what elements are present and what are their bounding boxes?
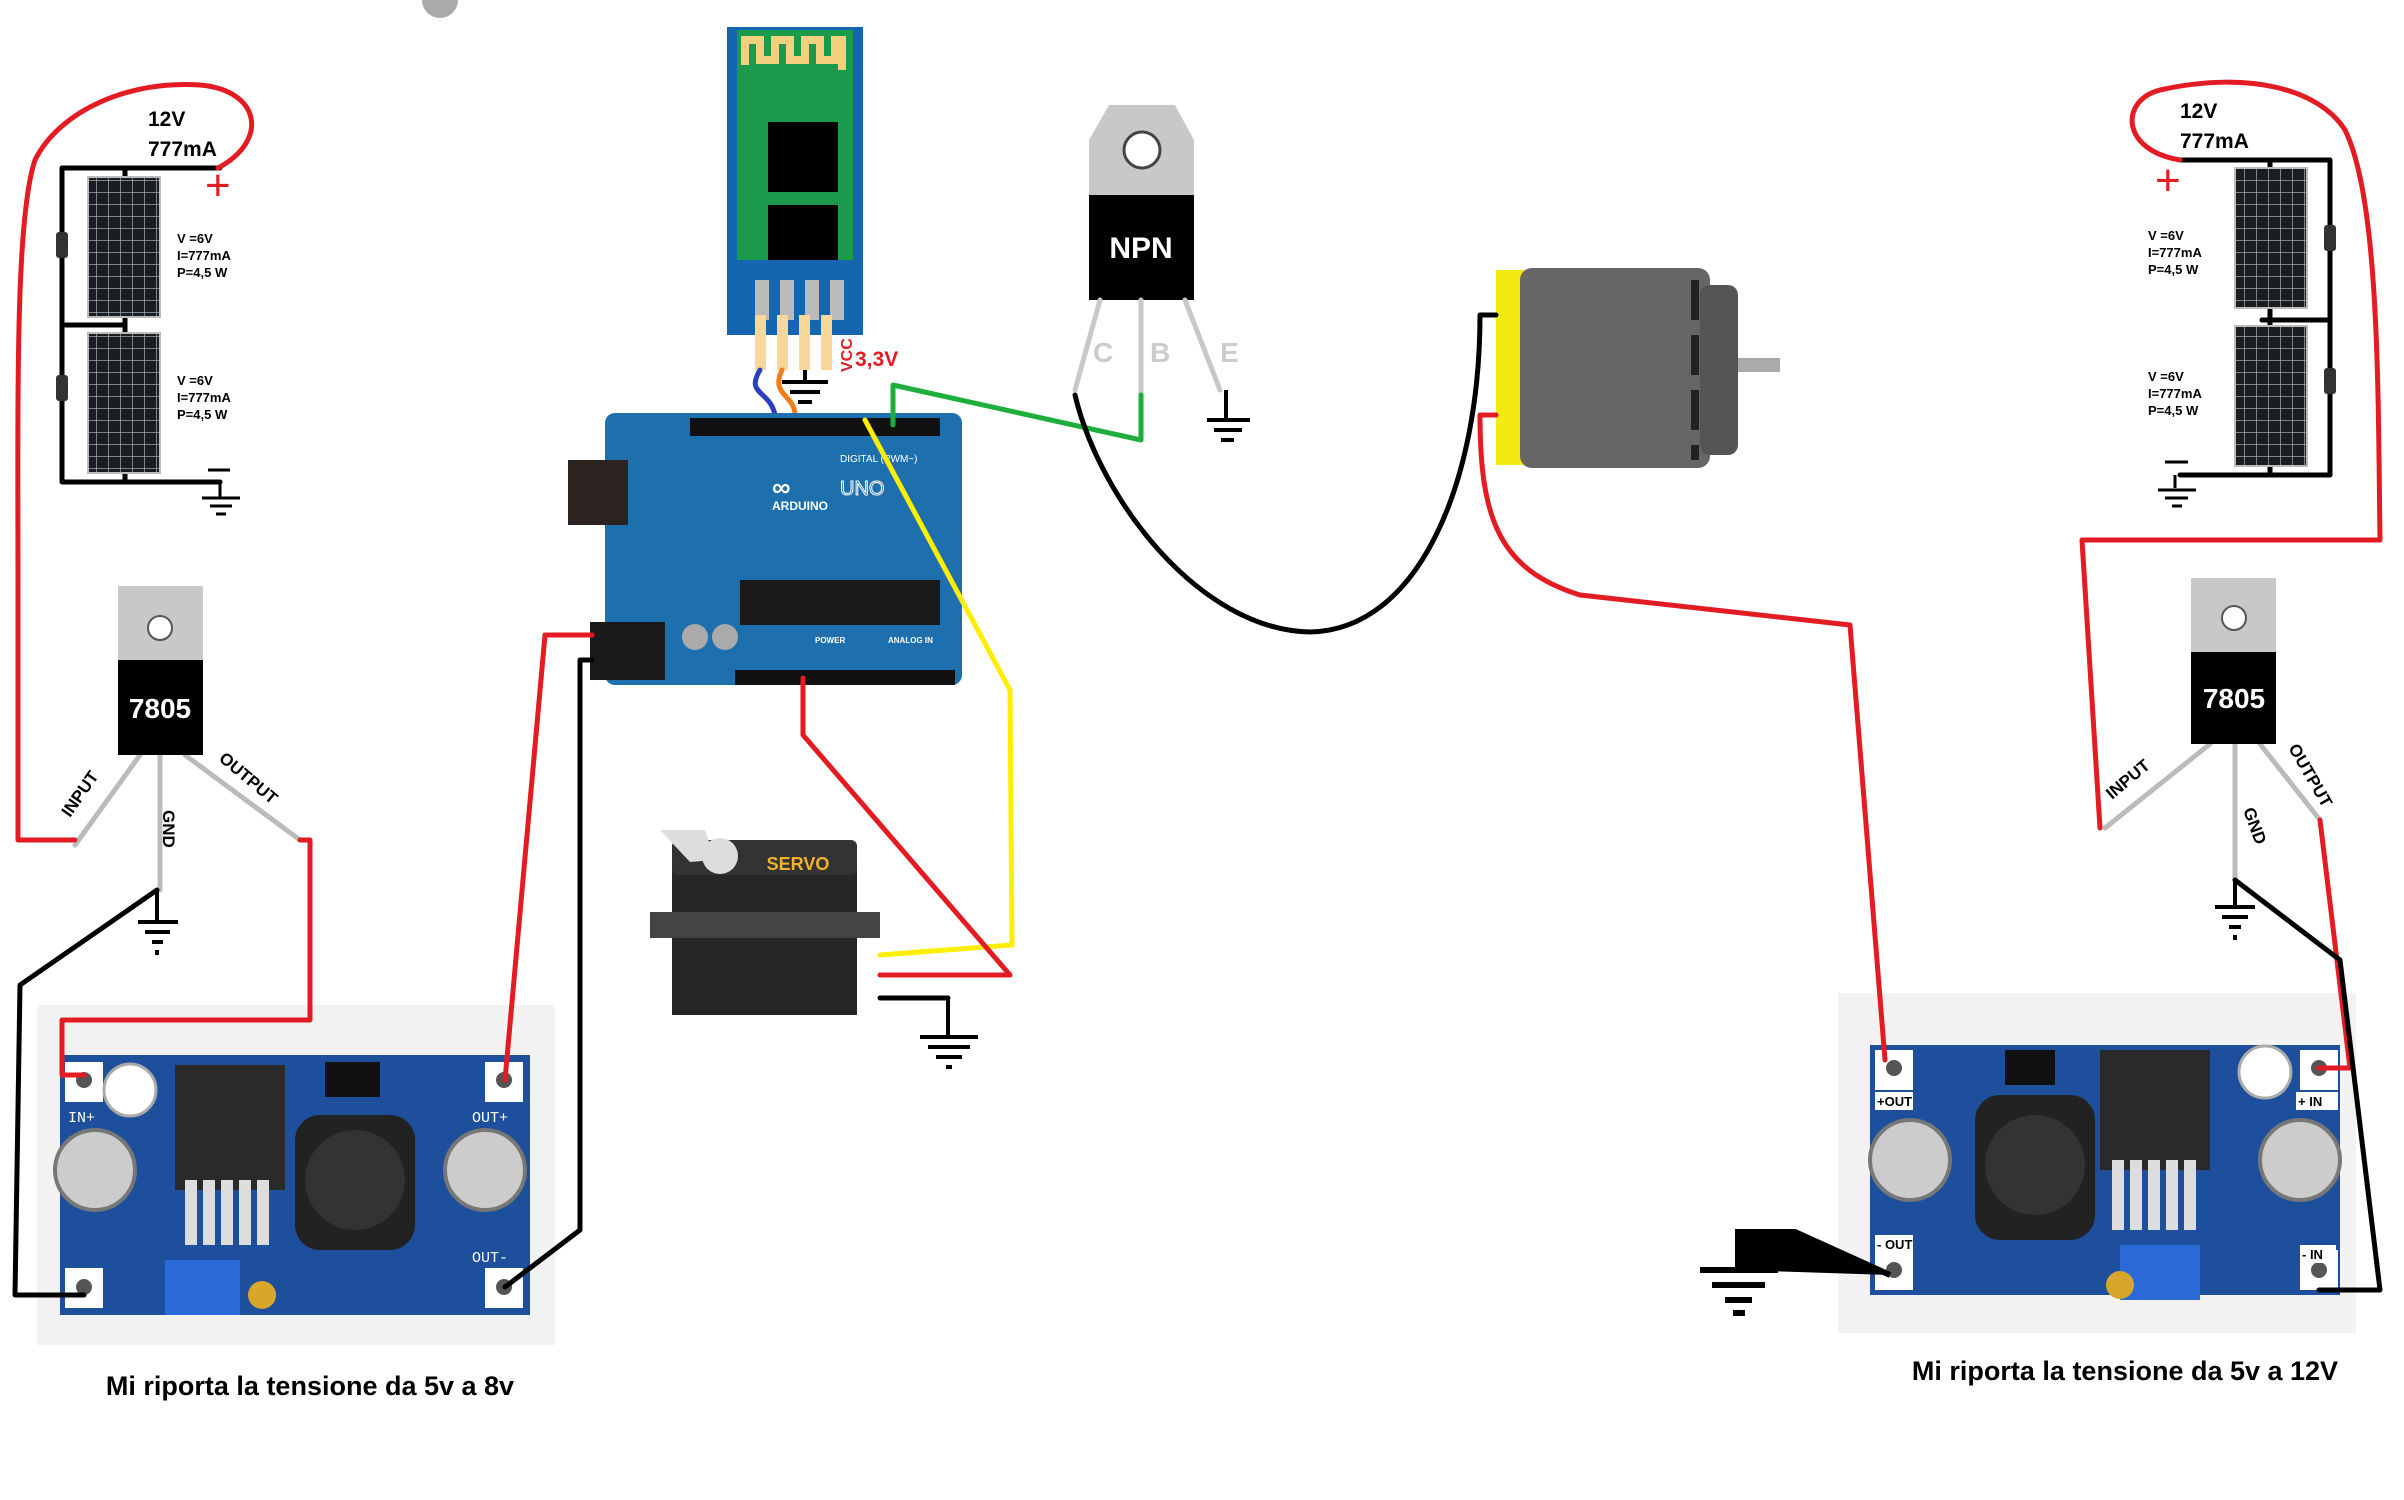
wire-right-ground <box>2232 877 2383 1293</box>
ground-icon <box>202 468 240 516</box>
ground-icon <box>138 890 178 955</box>
left-converter-caption: Mi riporta la tensione da 5v a 8v <box>106 1371 514 1401</box>
in-plus-label: + IN <box>2298 1094 2322 1109</box>
plus-sign: + <box>2155 156 2181 205</box>
in-plus-label: IN+ <box>68 1110 95 1127</box>
wire-right-regulator-output <box>2316 817 2353 1071</box>
right-voltage-regulator: 7805 INPUT GND OUTPUT <box>2102 578 2336 940</box>
wire-left-solar-positive <box>15 81 255 843</box>
wire-pin3-to-base <box>890 382 1144 443</box>
panel-voltage: V =6V <box>177 231 213 246</box>
vcc-label: VCC <box>839 338 856 372</box>
ground-icon <box>782 370 828 404</box>
ground-icon <box>1207 390 1250 442</box>
total-voltage: 12V <box>148 108 185 131</box>
arduino-brand: ARDUINO <box>772 499 828 513</box>
panel-current: I=777mA <box>2148 386 2202 401</box>
output-pin-label: OUTPUT <box>2285 741 2337 812</box>
gnd-pin-label: GND <box>2239 805 2270 847</box>
npn-transistor: NPN C B E <box>1072 105 1250 442</box>
left-boost-converter: IN+ OUT+ OUT- Mi riporta la tensione da … <box>37 0 555 1401</box>
pin-e: E <box>1220 337 1239 368</box>
panel-voltage: V =6V <box>2148 369 2184 384</box>
right-solar-panel-group: 12V 777mA + V =6V I=777mA P=4,5 W V =6V … <box>2148 100 2336 508</box>
servo-label: SERVO <box>767 854 830 874</box>
wire-servo-signal <box>862 417 1015 958</box>
voltage-label: 3,3V <box>855 348 898 371</box>
out-minus-label: - OUT <box>1877 1237 1912 1252</box>
left-solar-panel-group: 12V 777mA + V =6V I=777mA P=4,5 W V =6V … <box>56 108 240 516</box>
out-plus-label: OUT+ <box>472 1110 508 1127</box>
panel-voltage: V =6V <box>177 373 213 388</box>
total-voltage: 12V <box>2180 100 2217 123</box>
diode-icon <box>56 232 68 258</box>
solar-panel <box>87 176 161 318</box>
wire-motor-positive <box>1477 412 1888 1063</box>
arduino-model: UNO <box>840 478 884 500</box>
out-minus-label: OUT- <box>472 1250 508 1267</box>
ground-icon <box>1700 1229 1892 1316</box>
servo-motor: SERVO <box>650 830 978 1069</box>
wire-left-regulator-output <box>59 837 313 1078</box>
arduino-logo: ∞ <box>772 472 791 502</box>
arduino-uno-board: DIGITAL (PWM~) ARDUINO ∞ UNO POWER ANALO… <box>568 413 962 685</box>
wires <box>12 79 2383 1298</box>
pin-c: C <box>1093 337 1113 368</box>
regulator-label: 7805 <box>2203 683 2265 714</box>
left-voltage-regulator: 7805 INPUT GND OUTPUT <box>58 586 303 955</box>
pin-b: B <box>1150 337 1170 368</box>
in-minus-label: - IN <box>2302 1247 2323 1262</box>
transistor-type: NPN <box>1109 232 1172 265</box>
panel-power: P=4,5 W <box>177 407 228 422</box>
panel-power: P=4,5 W <box>2148 262 2199 277</box>
ground-icon <box>920 1000 978 1069</box>
wire-converter-to-arduino-ground <box>502 657 595 1290</box>
panel-voltage: V =6V <box>2148 228 2184 243</box>
solar-panel <box>87 332 161 474</box>
digital-label: DIGITAL (PWM~) <box>840 454 918 465</box>
out-plus-label: +OUT <box>1877 1094 1912 1109</box>
gnd-pin-label: GND <box>159 810 178 848</box>
ground-icon <box>2158 460 2196 508</box>
panel-power: P=4,5 W <box>177 265 228 280</box>
solar-panel <box>2234 167 2308 309</box>
wire-collector-to-motor <box>1072 312 1499 635</box>
diode-icon <box>2324 225 2336 251</box>
panel-power: P=4,5 W <box>2148 403 2199 418</box>
total-current: 777mA <box>2180 130 2249 153</box>
right-boost-converter: +OUT + IN - OUT - IN Mi riporta la tensi… <box>1700 993 2356 1386</box>
bluetooth-module: VCC 3,3V <box>727 27 898 418</box>
total-current: 777mA <box>148 138 217 161</box>
panel-current: I=777mA <box>177 248 231 263</box>
analog-label: ANALOG IN <box>888 636 933 645</box>
wire-servo-power <box>800 675 1013 978</box>
regulator-label: 7805 <box>129 693 191 724</box>
wire-right-solar-positive <box>2079 79 2383 831</box>
panel-current: I=777mA <box>2148 245 2202 260</box>
solar-panel <box>2234 325 2308 467</box>
dc-motor <box>1496 268 1780 468</box>
wire-converter-to-arduino-positive <box>502 632 595 1083</box>
diode-icon <box>56 375 68 401</box>
power-label: POWER <box>815 636 845 645</box>
wire-left-ground <box>12 887 160 1298</box>
panel-current: I=777mA <box>177 390 231 405</box>
diode-icon <box>2324 368 2336 394</box>
ground-icon <box>2215 880 2255 940</box>
right-converter-caption: Mi riporta la tensione da 5v a 12V <box>1912 1356 2338 1386</box>
